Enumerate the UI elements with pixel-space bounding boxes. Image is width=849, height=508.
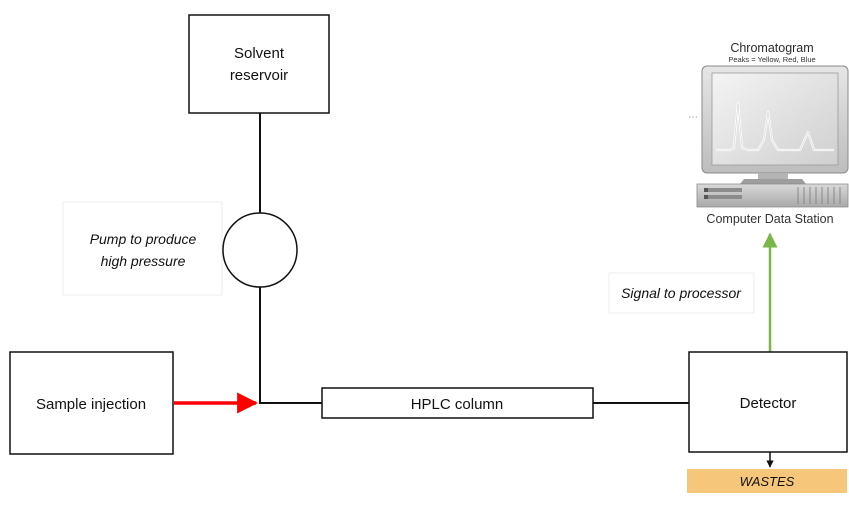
detector-box: Detector bbox=[688, 351, 848, 453]
sample-injection-label: Sample injection bbox=[36, 396, 146, 413]
computer-data-station-caption: Computer Data Station bbox=[706, 212, 833, 226]
signal-note: Signal to processor bbox=[608, 272, 755, 314]
desktop-unit-icon bbox=[696, 183, 849, 208]
pump-note-line2: high pressure bbox=[101, 253, 186, 269]
solvent-reservoir-label-line1: Solvent bbox=[234, 45, 285, 62]
pump-note-line1: Pump to produce bbox=[90, 231, 197, 247]
chromatogram-subtitle: Peaks = Yellow, Red, Blue bbox=[728, 55, 815, 64]
hplc-column-label: HPLC column bbox=[411, 396, 504, 413]
detector-label: Detector bbox=[740, 395, 797, 412]
wastes-label: WASTES bbox=[740, 474, 795, 489]
ellipsis-icon: ⋯ bbox=[688, 112, 698, 123]
pump-circle bbox=[222, 212, 298, 288]
monitor-icon bbox=[701, 65, 849, 184]
computer-data-station: Chromatogram Peaks = Yellow, Red, Blue ⋯ bbox=[688, 41, 849, 226]
chromatogram-title: Chromatogram bbox=[730, 41, 813, 55]
solvent-reservoir-label-line2: reservoir bbox=[230, 67, 288, 84]
pump-note: Pump to produce high pressure bbox=[62, 201, 223, 296]
sample-injection-box: Sample injection bbox=[9, 351, 174, 455]
solvent-reservoir-box: Solvent reservoir bbox=[188, 14, 330, 114]
signal-note-label: Signal to processor bbox=[621, 285, 742, 301]
hplc-column-box: HPLC column bbox=[321, 387, 594, 419]
wastes-bar: WASTES bbox=[687, 469, 847, 493]
